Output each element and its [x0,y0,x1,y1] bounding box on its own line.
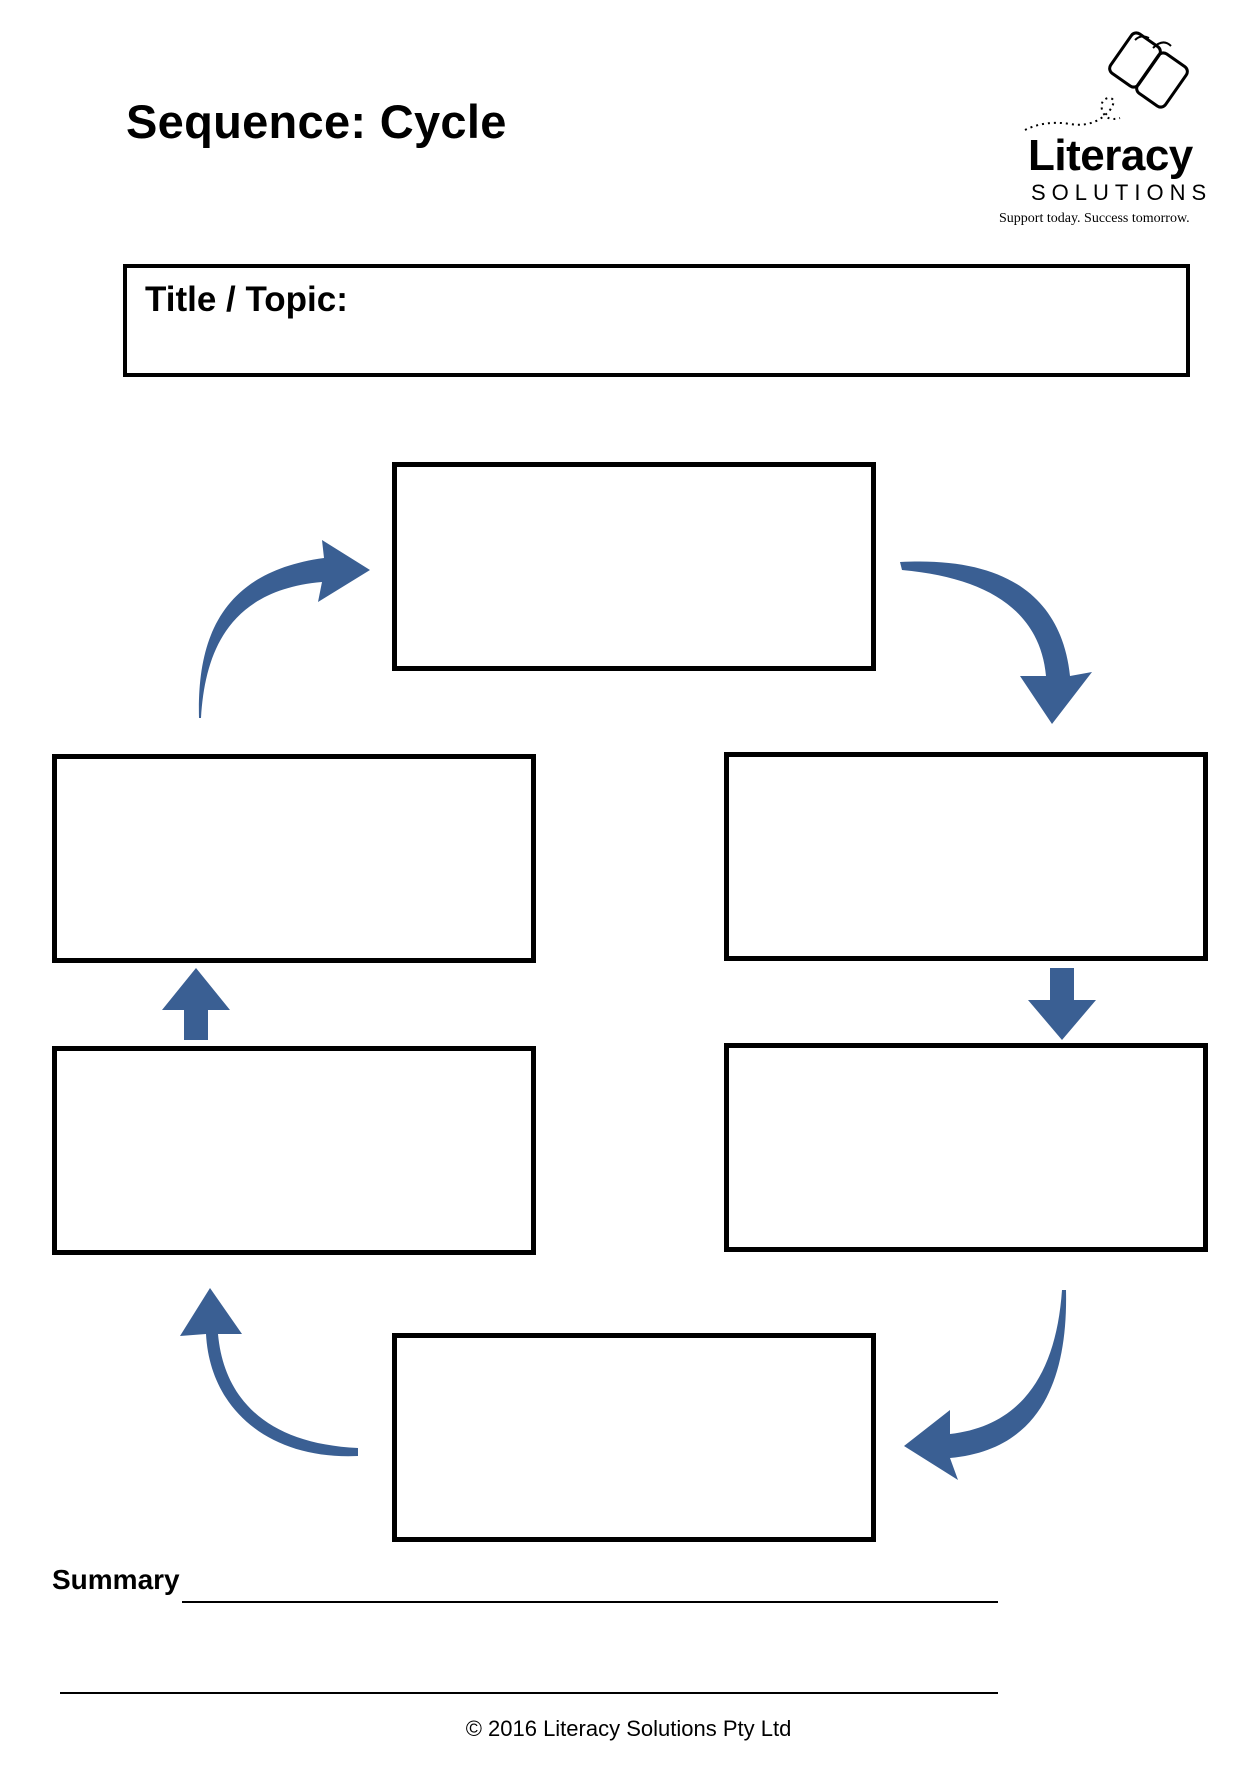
summary-line-2[interactable] [60,1692,998,1694]
literacy-solutions-logo: Literacy SOLUTIONS Support today. Succes… [985,22,1225,232]
cycle-box-right-lower[interactable] [724,1043,1208,1252]
summary-line-1[interactable] [182,1601,998,1603]
title-topic-box[interactable]: Title / Topic: [123,264,1190,377]
copyright-footer: © 2016 Literacy Solutions Pty Ltd [465,1716,792,1741]
logo-subtitle: SOLUTIONS [1031,180,1213,205]
cycle-box-top[interactable] [392,462,876,671]
cycle-box-left-lower[interactable] [52,1046,536,1255]
page-title: Sequence: Cycle [126,95,507,148]
curved-arrow-down-left-icon [904,1290,1067,1480]
summary-label: Summary [52,1564,180,1595]
cycle-box-left-upper[interactable] [52,754,536,963]
cycle-box-bottom[interactable] [392,1333,876,1542]
arrow-up-icon [162,968,230,1040]
curved-arrow-up-right-icon [198,540,370,718]
cycle-box-right-upper[interactable] [724,752,1208,961]
logo-tagline: Support today. Success tomorrow. [999,211,1190,226]
title-topic-label: Title / Topic: [145,280,348,319]
curved-arrow-left-up-icon [180,1288,358,1457]
butterfly-book-logo-icon [1024,31,1189,131]
arrow-down-icon [1028,968,1096,1040]
logo-wordmark: Literacy [1028,131,1193,180]
curved-arrow-right-down-icon [900,561,1092,724]
